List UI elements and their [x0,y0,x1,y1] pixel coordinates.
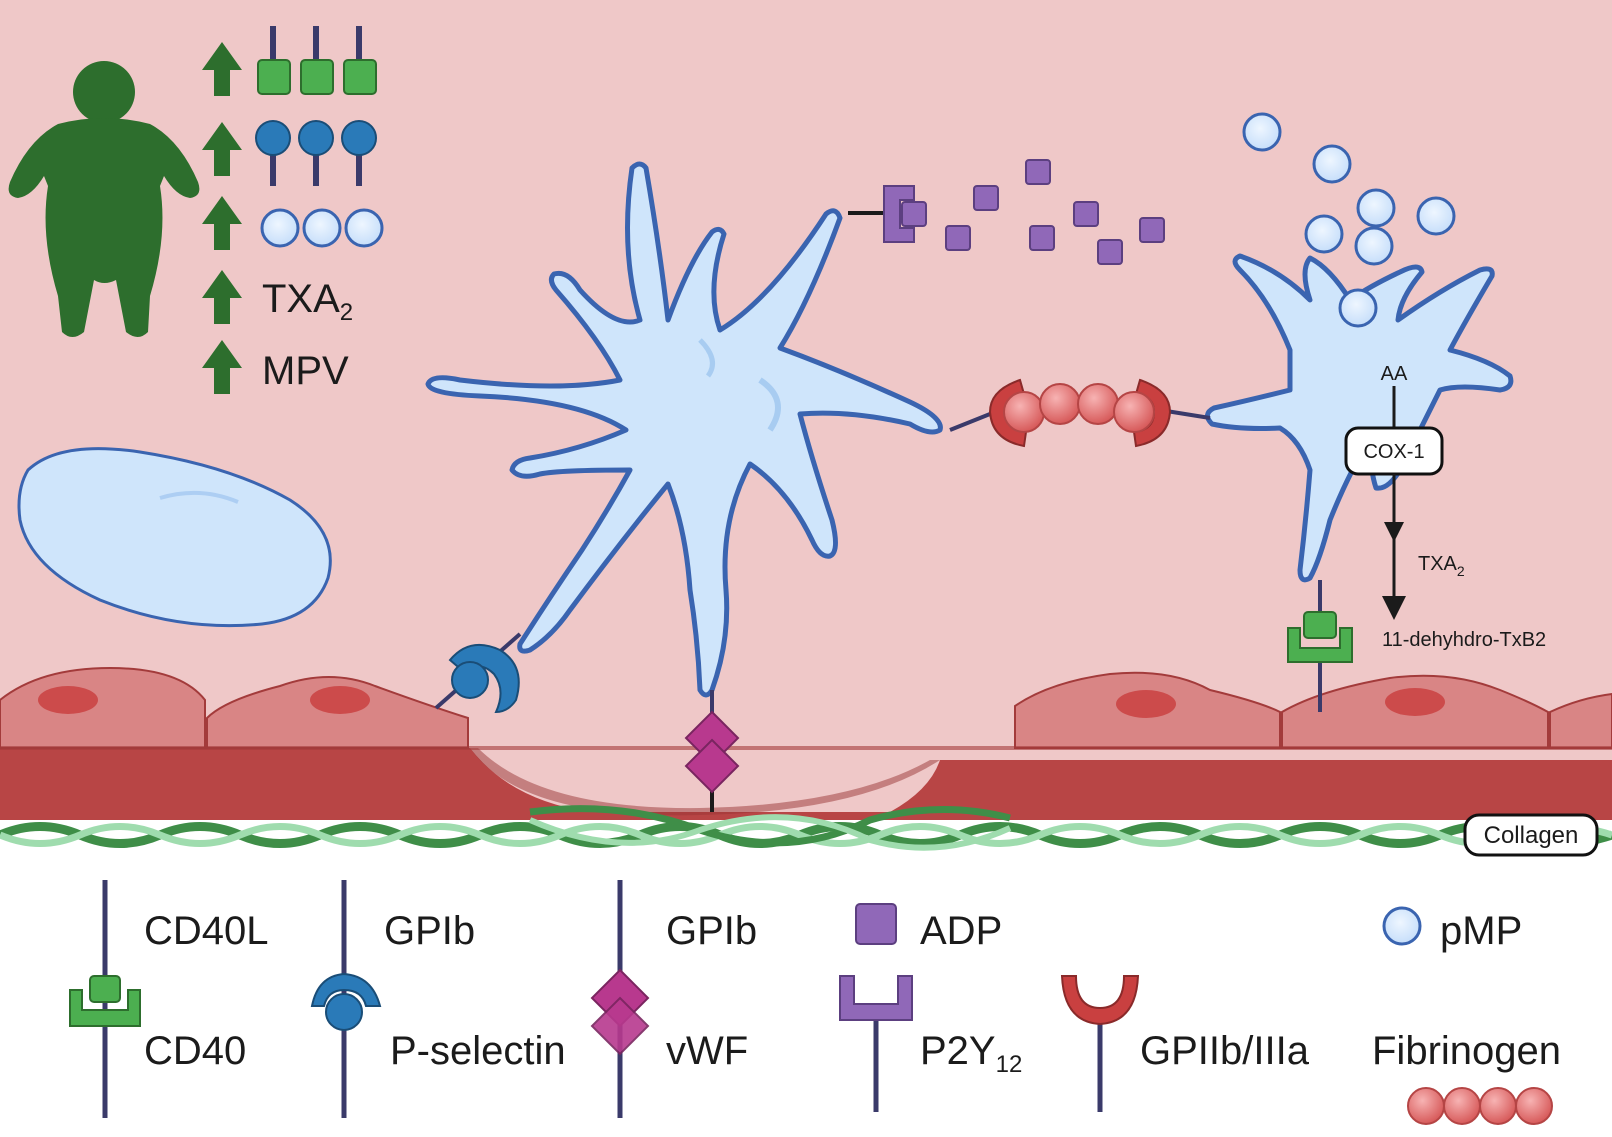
endothelial-cells [0,666,1612,750]
up-arrow-icon [202,122,242,176]
txa2-product-label: TXA2 [1418,553,1465,579]
legend-cd40l-label: CD40L [144,909,269,953]
legend-p2y12-label: P2Y12 [920,1029,1022,1078]
up-arrow-icon [202,42,242,96]
legend-gpib-label-1: GPIb [384,909,475,953]
obese-person-icon [8,61,200,337]
legend-gpiib: GPIIb/IIIa [1060,975,1310,1112]
p2y12-receptor-bound [848,185,915,243]
injury-site [470,748,940,816]
legend-vwf: GPIb vWF [590,880,757,1118]
pmp-increase-row [260,208,384,248]
resting-platelet [17,447,332,628]
up-arrow-icon [202,270,242,324]
vwf-binding [684,690,740,812]
legend-cd40: CD40L CD40 [69,880,269,1118]
fibrinogen-bridge [949,378,1211,448]
cox-pathway: AA COX-1 TXA2 11-dehyhdro-TxB2 [1344,363,1546,651]
aa-label: AA [1381,363,1408,385]
up-arrow-icon [202,340,242,394]
legend-pmp-label: pMP [1440,909,1522,953]
legend-adp: ADP P2Y12 [839,903,1022,1112]
collagen-label-box: Collagen [1463,813,1599,857]
arrow-head-icon [1382,596,1406,620]
metabolite-label: 11-dehyhdro-TxB2 [1382,629,1546,651]
increase-arrows [202,42,242,394]
mpv-label: MPV [262,349,349,393]
legend-pmp: pMP [1382,906,1522,953]
legend-fibrinogen-label: Fibrinogen [1372,1029,1561,1073]
arrow-head-icon [1384,522,1404,542]
legend-gpib-label-2: GPIb [666,909,757,953]
collagen-label: Collagen [1484,822,1579,849]
up-arrow-icon [202,196,242,250]
legend-cd40-label: CD40 [144,1029,246,1073]
adp-molecules [901,159,1165,265]
legend-pselectin-label: P-selectin [390,1029,566,1073]
legend-vwf-label: vWF [666,1029,748,1073]
legend-gpiib-label: GPIIb/IIIa [1140,1029,1310,1073]
cox1-label: COX-1 [1363,441,1424,463]
legend-fibrinogen: Fibrinogen [1372,1029,1561,1125]
activated-platelet-right [1205,253,1514,583]
legend: CD40L CD40 GPIb P-selectin GPIb vWF ADP … [69,880,1561,1125]
txa2-label: TXA2 [262,277,353,326]
collagen-fibers [0,805,1612,851]
pselectin-binding [434,632,522,714]
vessel-wall [0,748,1612,820]
cd40l-increase-row [257,26,377,95]
platelet-microparticles [1242,112,1456,328]
pselectin-increase-row [255,120,377,186]
legend-pselectin: GPIb P-selectin [310,880,566,1118]
legend-adp-label: ADP [920,909,1002,953]
cd40-binding [1287,580,1353,712]
